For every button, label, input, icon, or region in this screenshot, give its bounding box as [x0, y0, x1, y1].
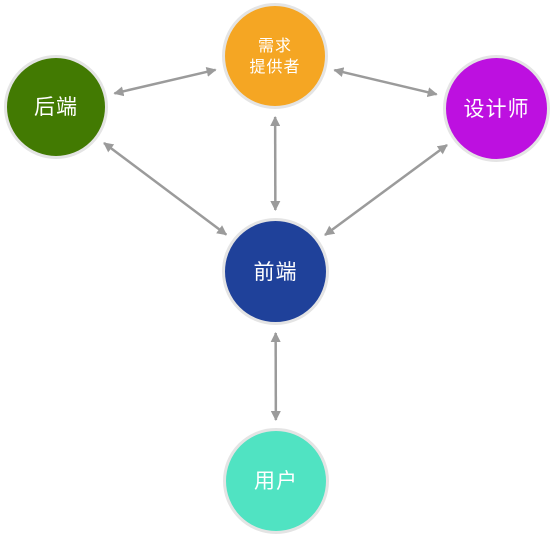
user-node[interactable]: 用户 — [223, 428, 329, 534]
backend-node[interactable]: 后端 — [4, 55, 108, 159]
user-label: 用户 — [254, 469, 298, 493]
demand-provider-label-line1: 需求 — [257, 36, 292, 55]
edge-designer-frontend — [324, 143, 448, 237]
frontend-label: 前端 — [253, 259, 298, 284]
demand-provider-label-line2: 提供者 — [249, 57, 301, 76]
frontend-node[interactable]: 前端 — [222, 218, 329, 325]
edge-demand-designer — [333, 67, 438, 98]
edge-backend-demand — [113, 67, 217, 97]
demand-provider-node[interactable]: 需求 提供者 — [222, 3, 328, 109]
backend-label: 后端 — [34, 95, 78, 119]
designer-node[interactable]: 设计师 — [443, 55, 550, 162]
edge-backend-frontend — [103, 141, 228, 236]
designer-label: 设计师 — [463, 96, 530, 121]
